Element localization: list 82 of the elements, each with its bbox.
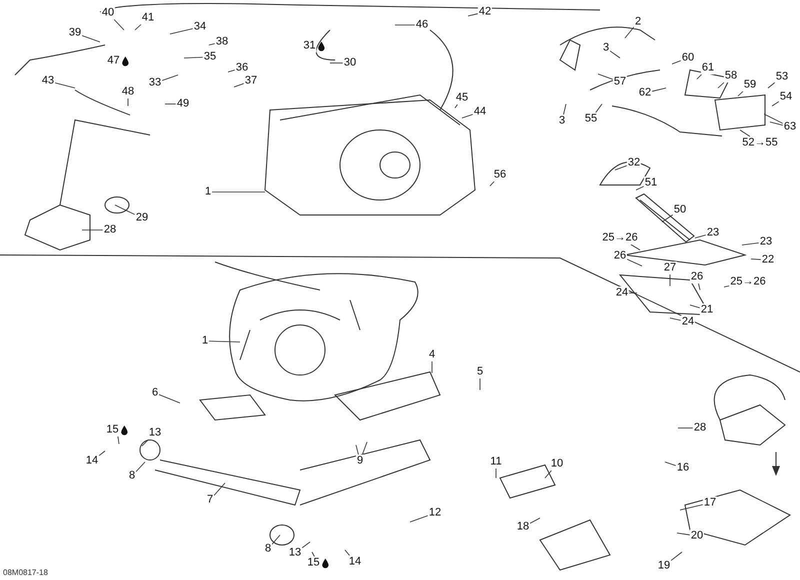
leader-line <box>410 515 428 522</box>
leader-line <box>490 181 494 186</box>
leader-line <box>214 482 226 496</box>
leader-line <box>462 114 474 118</box>
leader-line <box>312 552 315 557</box>
leader-line <box>694 234 706 238</box>
leader-line <box>595 104 602 113</box>
leader-line <box>628 292 638 294</box>
callout-number: 31 <box>302 40 317 52</box>
leader-line <box>680 504 704 510</box>
callout-number: 53 <box>774 70 790 84</box>
leader-line <box>636 186 644 190</box>
callout-number: 58 <box>724 70 738 82</box>
leader-line <box>676 532 690 536</box>
leader-line <box>184 56 204 58</box>
leader-line <box>764 114 784 124</box>
leader-line <box>302 542 310 548</box>
leader-line <box>770 122 784 126</box>
leader-line <box>356 444 359 455</box>
leader-line <box>742 242 760 246</box>
leader-line <box>624 26 634 38</box>
leader-line <box>234 83 244 88</box>
leader-line <box>530 518 540 524</box>
leader-line <box>563 104 566 115</box>
leader-line <box>454 104 458 108</box>
callout-number: 10 <box>550 458 564 470</box>
leader-line <box>696 74 702 80</box>
leader-line <box>134 24 142 30</box>
leader-line <box>614 165 628 170</box>
leader-line <box>208 43 216 46</box>
leader-line <box>610 50 620 58</box>
leader-line <box>662 214 674 222</box>
leader-line <box>724 286 730 288</box>
callout-number: 56 <box>492 168 508 182</box>
leader-line <box>54 82 76 88</box>
leader-line <box>690 304 700 308</box>
callout-number: 50 <box>672 204 688 216</box>
leader-line <box>740 130 750 137</box>
leader-line <box>670 552 682 561</box>
leader-line <box>626 258 642 266</box>
leader-line <box>772 101 780 106</box>
callout-number: 40 <box>100 6 116 20</box>
leader-line <box>750 258 762 260</box>
leader-line <box>118 436 120 444</box>
leader-line <box>98 450 106 456</box>
leader-line <box>82 35 100 42</box>
leader-line <box>768 82 776 88</box>
leader-line <box>672 60 682 64</box>
leader-line <box>114 19 124 30</box>
leader-line <box>272 534 280 545</box>
callout-number: 26 <box>690 270 704 284</box>
callout-number: 61 <box>700 62 716 74</box>
leader-line <box>136 462 146 472</box>
leader-line <box>664 462 676 466</box>
leader-line <box>698 283 700 290</box>
leader-line <box>330 62 344 64</box>
leader-line <box>114 204 136 215</box>
leader-line <box>652 88 666 92</box>
callout-number: 25→26 <box>601 232 639 244</box>
callout-number: 21 <box>700 304 714 316</box>
leader-line <box>162 74 178 81</box>
callout-number: 2 <box>634 16 642 28</box>
leader-line <box>394 24 416 26</box>
leader-line <box>738 91 744 96</box>
leader-line <box>158 394 180 404</box>
callout-number: 13 <box>148 426 162 440</box>
leader-line <box>208 340 240 342</box>
leader-line <box>598 74 614 80</box>
leader-line <box>670 318 682 321</box>
callout-number: 45 <box>454 92 470 104</box>
leader-line <box>142 439 149 446</box>
leader-line <box>362 442 368 455</box>
leader-line <box>718 82 724 88</box>
leader-line <box>170 28 194 34</box>
leader-line <box>344 550 350 556</box>
drawing-reference-number: 08M0817-18 <box>3 568 48 577</box>
callout-number: 3 <box>602 42 610 54</box>
callout-number: 54 <box>778 90 794 104</box>
leader-line <box>228 70 236 72</box>
leader-line <box>544 470 552 478</box>
leader-line <box>630 244 640 250</box>
leader-line <box>468 13 478 16</box>
